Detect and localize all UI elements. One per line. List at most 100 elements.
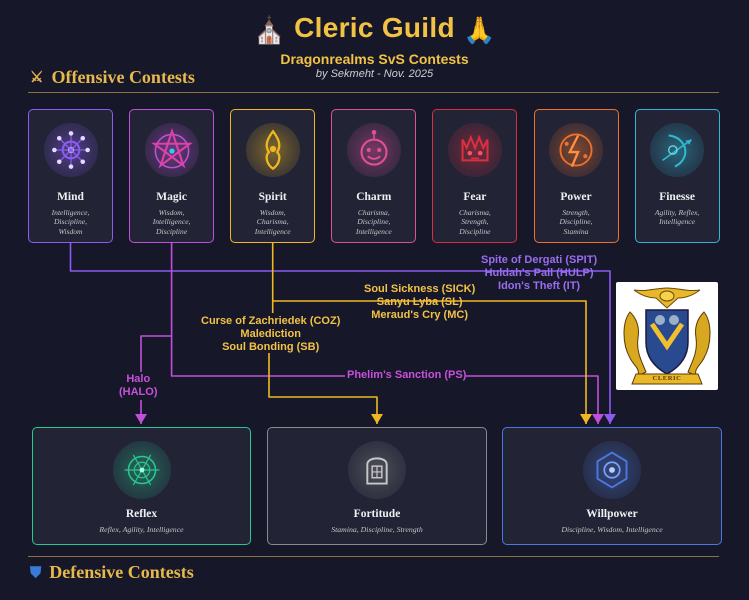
card-stat-line: Wisdom	[58, 226, 83, 236]
card-stats: Intelligence,Discipline,Wisdom	[31, 208, 110, 236]
ps-arrow-line-arrowhead	[592, 414, 604, 424]
defensive-divider	[28, 556, 719, 557]
spell-label: Phelim's Sanction (PS)	[347, 369, 467, 381]
spell-label: Idon's Theft (IT)	[498, 280, 581, 292]
page-title: ⛪ Cleric Guild 🙏	[253, 12, 496, 45]
offensive-card-mind: Mind Intelligence,Discipline,Wisdom	[28, 109, 113, 243]
spell-label: Halo	[126, 373, 151, 385]
magic-to-reflex-line	[140, 243, 173, 372]
mind-willpower-spells: Spite of Dergati (SPIT) Huldah's Pall (H…	[481, 254, 597, 293]
subtitle: Dragonrealms SvS Contests	[280, 51, 469, 67]
card-stat-line: Intelligence	[659, 217, 696, 227]
spirit-to-willpower-line-arrowhead	[580, 414, 592, 424]
ps-arrow-line	[466, 375, 599, 424]
card-stat-line: Intelligence	[254, 226, 291, 236]
card-stat-line: Discipline,	[357, 217, 391, 227]
card-stats: Agility, Reflex,Intelligence	[638, 208, 717, 227]
pentagram-icon	[144, 123, 199, 177]
card-stats: Charisma,Discipline,Intelligence	[334, 208, 413, 236]
shield-icon: ⛊	[30, 564, 42, 581]
spell-label: Soul Sickness (SICK)	[364, 283, 476, 295]
offensive-divider	[28, 92, 719, 93]
magic-reflex-spell: Halo (HALO)	[119, 373, 158, 399]
card-stats: Reflex, Agility, Intelligence	[99, 525, 184, 534]
mind-to-willpower-line	[69, 243, 611, 424]
card-stat-line: Intelligence	[355, 226, 392, 236]
spirit-fortitude-spells: Curse of Zachriedek (COZ) Malediction So…	[201, 315, 340, 354]
spell-label: Curse of Zachriedek (COZ)	[201, 315, 341, 327]
card-stat-line: Discipline	[155, 226, 188, 236]
card-stat-line: Discipline,	[53, 217, 88, 227]
offensive-section-heading: ⚔ Offensive Contests	[30, 67, 195, 87]
praying-hands-icon: 🙏	[462, 15, 496, 45]
card-stat-line: Strength,	[562, 208, 590, 217]
spirit-flame-icon	[245, 123, 300, 177]
card-title: Charm	[356, 191, 392, 203]
fear-skull-icon	[447, 123, 502, 177]
spirit-to-fortitude-line	[268, 353, 378, 424]
fortitude-door-icon	[348, 441, 406, 499]
card-stat-line: Intelligence,	[152, 217, 191, 227]
defensive-card-fortitude: Fortitude Stamina, Discipline, Strength	[267, 427, 487, 545]
card-stat-line: Charisma,	[458, 208, 491, 217]
card-stat-line: Charisma,	[256, 217, 289, 227]
offensive-card-power: Power Strength,Discipline,Stamina	[533, 109, 619, 243]
card-stats: Wisdom,Intelligence,Discipline	[132, 208, 211, 236]
offensive-card-charm: Charm Charisma,Discipline,Intelligence	[331, 109, 417, 243]
card-stat-line: Discipline	[459, 226, 491, 236]
spell-label: (HALO)	[119, 386, 158, 398]
defensive-card-willpower: Willpower Discipline, Wisdom, Intelligen…	[502, 427, 722, 545]
defensive-section-heading: ⛊ Defensive Contests	[30, 562, 194, 582]
spell-label: Meraud's Cry (MC)	[371, 309, 468, 321]
magic-willpower-spell: Phelim's Sanction (PS)	[347, 369, 466, 382]
card-title: Reflex	[125, 508, 158, 520]
card-title: Power	[560, 191, 592, 203]
card-title: Magic	[156, 191, 187, 203]
cleric-crest-icon: CLERIC	[616, 282, 718, 390]
crossed-swords-icon: ⚔	[30, 70, 44, 86]
spell-label: Spite of Dergati (SPIT)	[481, 254, 598, 266]
mind-sigil-icon	[43, 123, 98, 177]
card-stat-line: Wisdom,	[158, 208, 185, 217]
mind-to-willpower-line-arrowhead	[604, 414, 616, 424]
card-title: Finesse	[659, 191, 695, 203]
finesse-bow-icon	[650, 123, 705, 177]
card-stat-line: Stamina	[563, 226, 589, 236]
church-icon: ⛪	[253, 15, 287, 45]
card-title: Willpower	[586, 508, 638, 520]
card-stat-line: Charisma,	[357, 208, 390, 217]
card-stat-line: Wisdom,	[259, 208, 286, 217]
power-rune-icon	[549, 123, 603, 177]
card-stat-line: Discipline,	[559, 217, 593, 227]
card-stats: Charisma,Strength,Discipline	[435, 208, 514, 236]
card-stats: Discipline, Wisdom, Intelligence	[561, 525, 663, 534]
spell-label: Huldah's Pall (HULP)	[484, 267, 594, 279]
card-stat-line: Strength,	[461, 217, 489, 227]
charm-face-icon	[346, 123, 401, 177]
card-title: Spirit	[258, 191, 287, 203]
spell-label: Malediction	[240, 328, 301, 340]
offensive-card-spirit: Spirit Wisdom,Charisma,Intelligence	[230, 109, 316, 243]
spirit-to-willpower-line	[271, 243, 587, 424]
card-stats: Strength,Discipline,Stamina	[537, 208, 616, 236]
card-stat-line: Agility, Reflex,	[654, 208, 700, 217]
spirit-willpower-spells: Soul Sickness (SICK) Sanyu Lyba (SL) Mer…	[364, 283, 475, 322]
spell-label: Soul Bonding (SB)	[222, 341, 320, 353]
card-stats: Wisdom,Charisma,Intelligence	[233, 208, 312, 236]
offensive-card-magic: Magic Wisdom,Intelligence,Discipline	[129, 109, 215, 243]
spirit-to-fortitude-line-arrowhead	[371, 414, 383, 424]
card-stats: Stamina, Discipline, Strength	[331, 525, 423, 534]
spell-label: Sanyu Lyba (SL)	[376, 296, 463, 308]
card-stat-line: Intelligence,	[51, 208, 90, 217]
willpower-hex-icon	[583, 441, 641, 499]
byline: by Sekmeht - Nov. 2025	[315, 68, 434, 80]
card-title: Fortitude	[353, 508, 401, 520]
card-title: Fear	[463, 191, 487, 203]
halo-arrow-line-arrowhead	[135, 414, 147, 424]
reflex-web-icon	[112, 441, 171, 499]
defensive-card-reflex: Reflex Reflex, Agility, Intelligence	[32, 427, 251, 545]
magic-to-willpower-line	[170, 336, 345, 377]
crest-banner: CLERIC	[652, 375, 682, 382]
